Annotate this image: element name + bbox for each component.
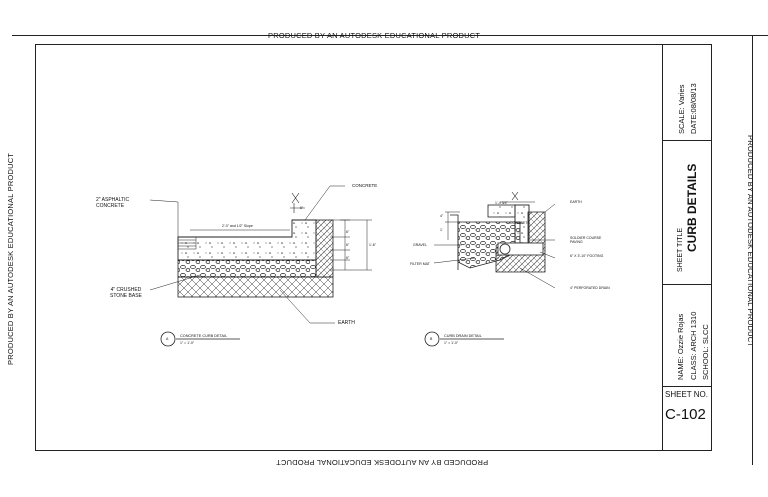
detail-2-caption: CURB DRAIN DETAIL (444, 334, 482, 338)
curb-leader-earth (279, 289, 335, 324)
drain-pipe (499, 243, 511, 255)
label-concrete: CONCRETE (352, 183, 378, 188)
detail-2-marker-circle (424, 331, 440, 347)
label-dim-a: 4" (440, 214, 444, 218)
curb-leader-asphalt (149, 199, 179, 237)
dim-right (330, 219, 372, 271)
label-crushed-stone: 4" CRUSHED STONE BASE (110, 287, 142, 299)
label-dim-2: 6" (346, 243, 350, 247)
drain-footing (497, 242, 544, 256)
sheet-frame (35, 44, 712, 451)
label-dim-3: 6" (346, 256, 350, 260)
drain-leaders (433, 203, 556, 289)
asphalt-hatch (178, 239, 196, 247)
detail-1-caption: CONCRETE CURB DETAIL (180, 334, 228, 338)
label-footing: 6" X 3'-10" FOOTING (570, 254, 604, 258)
curb-earth-layer (177, 276, 334, 298)
label-dim-top: 6" (300, 206, 304, 210)
curb-concrete (177, 219, 317, 261)
label-slope: 2'-0" and 1/2" Slope (222, 224, 253, 228)
sheet-no-label: SHEET NO. (665, 390, 708, 399)
label-dim-top-2: 1'-4 3/4" (495, 201, 508, 205)
curb-top-marker (290, 192, 305, 213)
detail-2-scale: 1" = 1'-0" (444, 341, 459, 345)
label-concrete-2: CONCRETE (510, 221, 530, 225)
sheet-number: C-102 (665, 406, 706, 423)
right-border-line (752, 35, 753, 465)
label-earth-2: EARTH (570, 200, 582, 204)
label-soldier-course: SOLDIER COURSE PAVING (570, 236, 602, 244)
tb-divider-3 (663, 386, 712, 387)
drain-left-wall (450, 214, 459, 270)
label-asphaltic-concrete: 2" ASPHALTIC CONCRETE (96, 197, 130, 209)
tb-divider-2 (663, 284, 712, 285)
label-earth-1: EARTH (338, 320, 355, 326)
label-dim-1: 6" (346, 230, 350, 234)
curb-leader-stone (149, 274, 201, 291)
detail-1-marker: A (166, 337, 169, 341)
drain-dims (445, 211, 460, 240)
curb-detail-2 (424, 191, 556, 347)
top-border-line (12, 35, 768, 36)
label-gravel: GRAVEL (413, 243, 427, 247)
label-perforated-drain: 4" PERFORATED DRAIN (570, 286, 610, 290)
curb-detail-1 (149, 185, 372, 347)
drain-paving (487, 204, 516, 218)
label-filter-mat: FILTER MAT (410, 262, 430, 266)
label-dim-total: 1'-6" (369, 243, 376, 247)
detail-1-marker-circle (160, 331, 176, 347)
curb-leader-concrete (304, 185, 345, 221)
curb-earth-side (315, 219, 334, 278)
title-block: SCALE: Varies DATE:08/08/13 SHEET TITLE … (662, 44, 712, 451)
drain-top-marker (500, 191, 535, 203)
tb-divider-1 (663, 140, 712, 141)
detail-1-scale: 1" = 1'-0" (180, 341, 195, 345)
label-dim-b: 1' (440, 228, 443, 232)
watermark-top: PRODUCED BY AN AUTODESK EDUCATIONAL PROD… (268, 31, 481, 40)
detail-2-marker: B (430, 337, 433, 341)
curb-stone-base (177, 259, 317, 278)
